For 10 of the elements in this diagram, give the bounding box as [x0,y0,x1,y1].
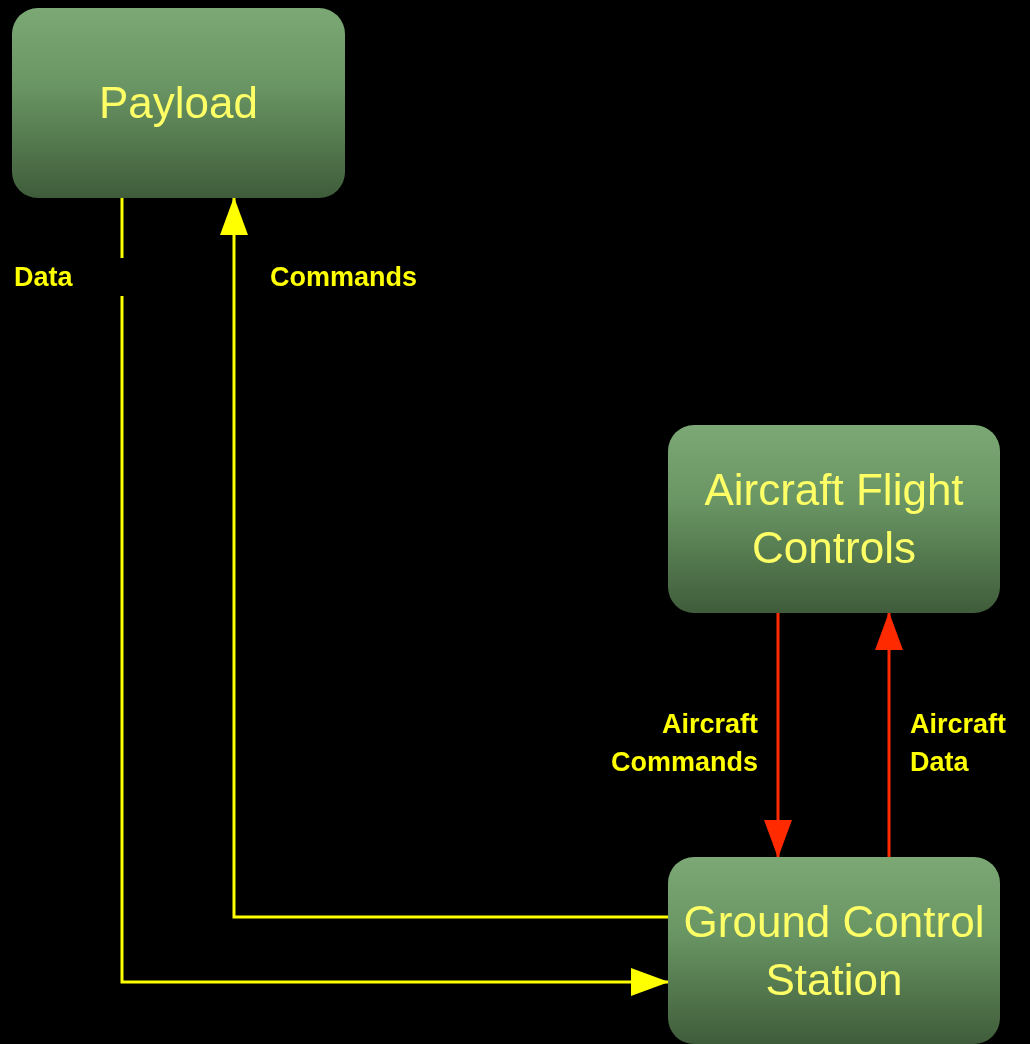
process-box [668,857,1000,1044]
box-label: Aircraft Flight Controls [703,464,965,574]
arrow [875,612,903,857]
box-label: Payload [99,77,258,129]
arrow [120,198,669,996]
arrow [220,197,668,919]
process-box [12,8,345,198]
process-box [668,425,1000,613]
arrow [764,613,792,858]
box-label: Ground Control Station [682,895,986,1006]
